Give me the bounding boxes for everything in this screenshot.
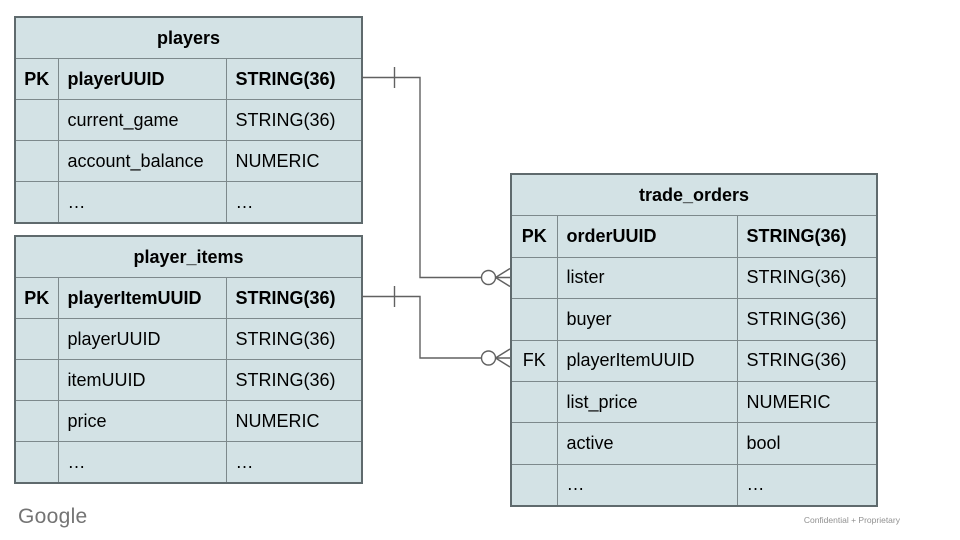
table-row: active bool — [510, 422, 878, 465]
field-type-cell: … — [225, 441, 363, 484]
table-row: buyer STRING(36) — [510, 298, 878, 341]
field-name-cell: price — [57, 400, 227, 442]
field-type-cell: STRING(36) — [225, 318, 363, 360]
key-cell — [14, 318, 59, 360]
field-type-cell: STRING(36) — [736, 339, 878, 382]
table-row: PK orderUUID STRING(36) — [510, 215, 878, 258]
table-row: FK playerItemUUID STRING(36) — [510, 339, 878, 382]
fk-cell: FK — [510, 339, 558, 382]
relationship-players-to-trade-orders — [362, 67, 511, 288]
table-row: players — [14, 16, 363, 59]
field-type-cell: STRING(36) — [225, 359, 363, 401]
field-type-cell: NUMERIC — [736, 380, 878, 424]
key-cell — [14, 181, 59, 224]
pk-cell: PK — [510, 215, 558, 258]
key-cell — [14, 99, 59, 141]
field-type-cell: STRING(36) — [225, 58, 363, 100]
field-type-cell: NUMERIC — [225, 400, 363, 442]
table-row: current_game STRING(36) — [14, 99, 363, 141]
pk-cell: PK — [14, 277, 59, 319]
entity-table-trade-orders: trade_orders PK orderUUID STRING(36) lis… — [510, 173, 879, 508]
key-cell — [510, 422, 558, 465]
field-name-cell: buyer — [556, 298, 738, 341]
confidential-label: Confidential + Proprietary — [803, 515, 900, 525]
table-title: player_items — [14, 235, 363, 278]
field-name-cell: account_balance — [57, 140, 227, 182]
field-type-cell: … — [225, 181, 363, 224]
table-row: account_balance NUMERIC — [14, 140, 363, 182]
connector-line — [362, 76, 482, 279]
entity-table-players: players PK playerUUID STRING(36) current… — [14, 16, 364, 224]
table-row: trade_orders — [510, 173, 878, 217]
key-cell — [510, 298, 558, 341]
field-name-cell: playerItemUUID — [556, 339, 738, 382]
table-row: player_items — [14, 235, 363, 278]
table-row: PK playerItemUUID STRING(36) — [14, 277, 363, 319]
field-name-cell: … — [556, 463, 738, 507]
key-cell — [14, 359, 59, 401]
google-logo: Google — [18, 505, 88, 528]
connector-line — [362, 295, 482, 359]
field-name-cell: … — [57, 441, 227, 484]
table-row: … … — [14, 181, 363, 224]
table-row: PK playerUUID STRING(36) — [14, 58, 363, 100]
table-title: trade_orders — [510, 173, 878, 217]
field-name-cell: playerItemUUID — [57, 277, 227, 319]
table-row: playerUUID STRING(36) — [14, 318, 363, 360]
key-cell — [14, 140, 59, 182]
key-cell — [14, 400, 59, 442]
field-type-cell: … — [736, 463, 878, 507]
field-name-cell: list_price — [556, 380, 738, 424]
field-name-cell: … — [57, 181, 227, 224]
pk-cell: PK — [14, 58, 59, 100]
field-type-cell: bool — [736, 422, 878, 465]
table-row: list_price NUMERIC — [510, 380, 878, 424]
field-type-cell: STRING(36) — [736, 215, 878, 258]
table-title: players — [14, 16, 363, 59]
key-cell — [510, 256, 558, 300]
many-crowfoot — [495, 348, 511, 368]
field-type-cell: STRING(36) — [225, 99, 363, 141]
table-row: price NUMERIC — [14, 400, 363, 442]
field-name-cell: itemUUID — [57, 359, 227, 401]
zero-cardinality-circle — [480, 269, 497, 286]
zero-cardinality-circle — [480, 350, 497, 366]
field-name-cell: orderUUID — [556, 215, 738, 258]
field-name-cell: playerUUID — [57, 318, 227, 360]
field-name-cell: current_game — [57, 99, 227, 141]
field-type-cell: STRING(36) — [736, 256, 878, 300]
field-type-cell: STRING(36) — [736, 298, 878, 341]
entity-table-player-items: player_items PK playerItemUUID STRING(36… — [14, 235, 363, 484]
relationship-player-items-to-trade-orders — [362, 286, 511, 368]
field-type-cell: STRING(36) — [225, 277, 363, 319]
table-row: … … — [510, 463, 878, 507]
field-type-cell: NUMERIC — [225, 140, 363, 182]
table-row: itemUUID STRING(36) — [14, 359, 363, 401]
field-name-cell: lister — [556, 256, 738, 300]
key-cell — [510, 380, 558, 424]
key-cell — [510, 463, 558, 507]
table-row: … … — [14, 441, 363, 484]
field-name-cell: active — [556, 422, 738, 465]
key-cell — [14, 441, 59, 484]
table-row: lister STRING(36) — [510, 256, 878, 300]
field-name-cell: playerUUID — [57, 58, 227, 100]
many-crowfoot — [495, 267, 511, 288]
